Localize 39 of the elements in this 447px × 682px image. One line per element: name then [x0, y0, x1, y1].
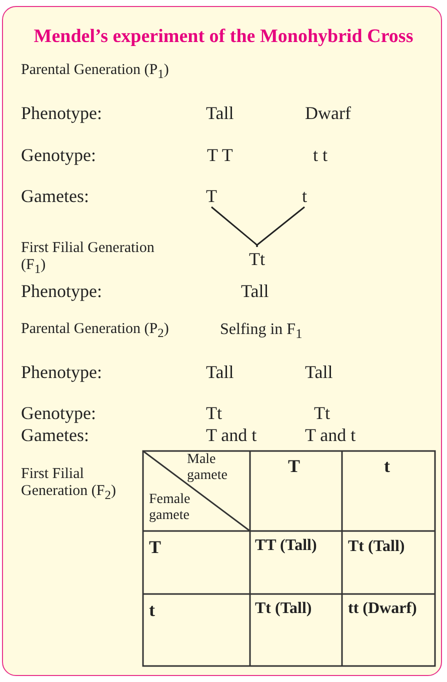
label-text: Tall — [241, 281, 269, 302]
connector-line — [256, 206, 305, 247]
label-text: Gametes: — [21, 425, 89, 446]
label-text: Phenotype: — [21, 362, 102, 383]
table-text: TT (Tall) — [255, 537, 317, 556]
label-text: T and t — [206, 425, 257, 446]
diagram-title: Mendel’s experiment of the Monohybrid Cross — [32, 26, 414, 48]
label-text: Tall — [305, 362, 333, 383]
connector-line — [211, 206, 258, 247]
label-text: T T — [207, 145, 233, 166]
gamete-label: T — [206, 186, 217, 207]
table-header-text: Female gamete — [149, 492, 192, 524]
label-text: Tt — [206, 403, 222, 424]
table-text: Tt (Tall) — [348, 538, 405, 556]
label-text: Phenotype: — [21, 103, 102, 124]
gamete-label: t — [302, 186, 308, 207]
section-heading: Parental Generation (P$_{1}$) — [21, 62, 169, 82]
table-text: Tt (Tall) — [255, 600, 312, 618]
offspring-label: Tt — [249, 247, 265, 270]
section-heading: First Filial Generation (F$_{2}$) — [21, 466, 117, 503]
table-text: tt (Dwarf) — [348, 600, 417, 618]
label-text: Tall — [206, 362, 234, 383]
label-text: Genotype: — [21, 403, 96, 424]
table-text: T — [149, 537, 162, 558]
label-text: Tt — [314, 403, 330, 424]
section-heading: Parental Generation (P$_{2}$) — [21, 321, 169, 340]
label-text: Tall — [206, 103, 234, 124]
table-header-text: Male gamete — [187, 452, 228, 484]
label-text: T and t — [305, 425, 356, 446]
table-text: t — [149, 600, 155, 621]
section-heading: First Filial Generation (F$_{1}$) — [21, 240, 156, 277]
label-text: Phenotype: — [21, 281, 102, 302]
label-text: t t — [313, 145, 328, 166]
table-header-text: T — [288, 456, 300, 477]
label-text: Selfing in F$_{1}$ — [220, 321, 302, 342]
label-text: Genotype: — [21, 145, 96, 166]
label-text: Dwarf — [305, 103, 351, 124]
table-header-text: t — [384, 456, 390, 477]
label-text: Gametes: — [21, 186, 89, 207]
